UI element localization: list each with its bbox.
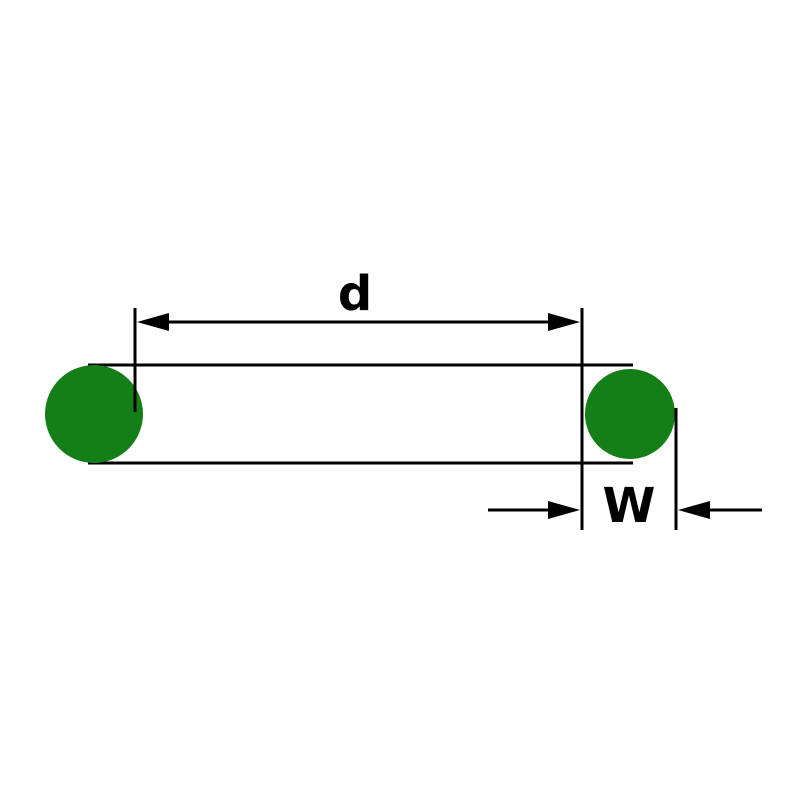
cross-section-width-label: W xyxy=(603,478,656,534)
d-arrowhead-left-icon xyxy=(137,313,169,331)
w-arrowhead-left-icon xyxy=(548,501,580,519)
w-arrowhead-right-icon xyxy=(678,501,710,519)
d-arrowhead-right-icon xyxy=(548,313,580,331)
inner-diameter-label: d xyxy=(338,266,372,322)
left-cross-section-circle xyxy=(45,365,143,463)
right-cross-section-circle xyxy=(585,369,675,459)
